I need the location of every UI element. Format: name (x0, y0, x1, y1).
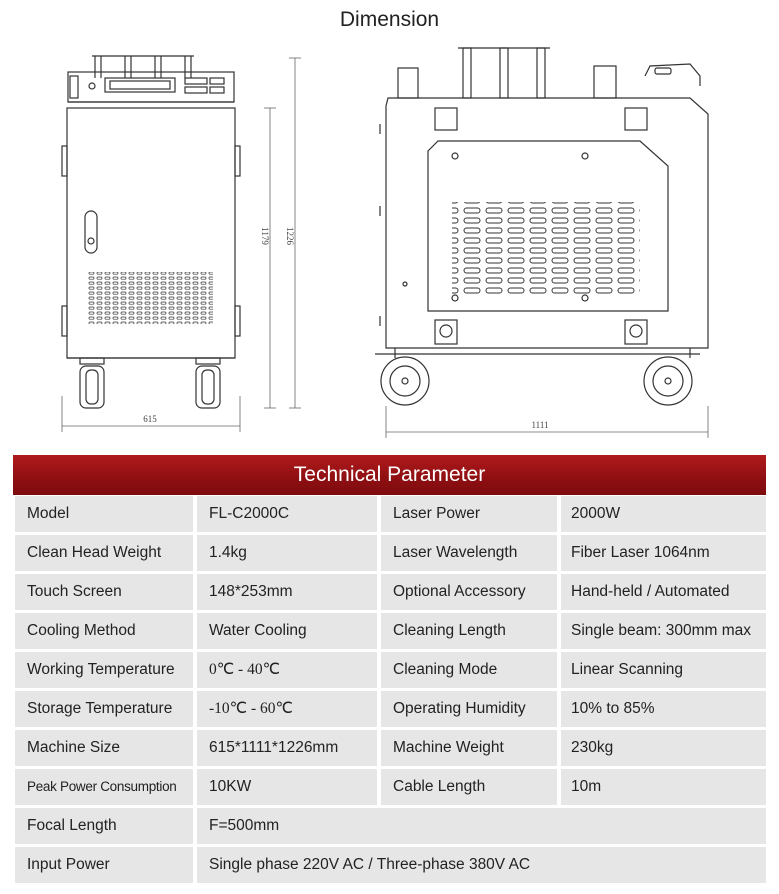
front-width-label: 615 (143, 414, 157, 424)
table-title: Technical Parameter (293, 463, 486, 486)
param-label: Clean Head Weight (15, 535, 193, 571)
front-height-label-2: 1226 (285, 227, 295, 246)
param-value: Single phase 220V AC / Three-phase 380V … (197, 847, 766, 883)
table-row: Storage Temperature -10℃ - 60℃ Operating… (13, 691, 766, 727)
param-label: Cleaning Length (381, 613, 557, 649)
param-label: Laser Power (381, 496, 557, 532)
param-value: 0℃ - 40℃ (197, 652, 377, 688)
param-label: Machine Weight (381, 730, 557, 766)
param-value: -10℃ - 60℃ (197, 691, 377, 727)
table-row: Model FL-C2000C Laser Power 2000W (13, 496, 766, 532)
param-label: Optional Accessory (381, 574, 557, 610)
table-row: Input Power Single phase 220V AC / Three… (13, 847, 766, 883)
table-row: Focal Length F=500mm (13, 808, 766, 844)
param-value: Hand-held / Automated (561, 574, 766, 610)
side-view (375, 47, 709, 406)
table-row: Working Temperature 0℃ - 40℃ Cleaning Mo… (13, 652, 766, 688)
param-value: Water Cooling (197, 613, 377, 649)
table-row: Touch Screen 148*253mm Optional Accessor… (13, 574, 766, 610)
front-view (61, 55, 241, 409)
param-value: Single beam: 300mm max (561, 613, 766, 649)
param-label: Machine Size (15, 730, 193, 766)
param-value: F=500mm (197, 808, 766, 844)
dimension-drawing: 615 1179 1226 (61, 47, 709, 438)
param-value: Linear Scanning (561, 652, 766, 688)
param-label: Working Temperature (15, 652, 193, 688)
param-value: 10KW (197, 769, 377, 805)
param-value: 10% to 85% (561, 691, 766, 727)
param-label: Operating Humidity (381, 691, 557, 727)
param-value: 1.4kg (197, 535, 377, 571)
param-label: Laser Wavelength (381, 535, 557, 571)
table-row: Cooling Method Water Cooling Cleaning Le… (13, 613, 766, 649)
param-label: Input Power (15, 847, 193, 883)
param-label: Storage Temperature (15, 691, 193, 727)
table-row: Clean Head Weight 1.4kg Laser Wavelength… (13, 535, 766, 571)
param-value: Fiber Laser 1064nm (561, 535, 766, 571)
param-value: 230kg (561, 730, 766, 766)
dimension-title: Dimension (339, 8, 440, 31)
param-label: Cooling Method (15, 613, 193, 649)
param-label: Peak Power Consumption (15, 769, 193, 805)
param-label: Focal Length (15, 808, 193, 844)
front-height-label-1: 1179 (260, 227, 270, 245)
param-label: Cleaning Mode (381, 652, 557, 688)
param-value: 615*1111*1226mm (197, 730, 377, 766)
table-row: Peak Power Consumption 10KW Cable Length… (13, 769, 766, 805)
param-label: Cable Length (381, 769, 557, 805)
param-label: Touch Screen (15, 574, 193, 610)
param-value: 148*253mm (197, 574, 377, 610)
param-label: Model (15, 496, 193, 532)
param-value: 10m (561, 769, 766, 805)
technical-parameter-banner: Technical Parameter (13, 455, 766, 495)
param-value: 2000W (561, 496, 766, 532)
side-length-label: 1111 (532, 420, 549, 430)
table-row: Machine Size 615*1111*1226mm Machine Wei… (13, 730, 766, 766)
param-value: FL-C2000C (197, 496, 377, 532)
